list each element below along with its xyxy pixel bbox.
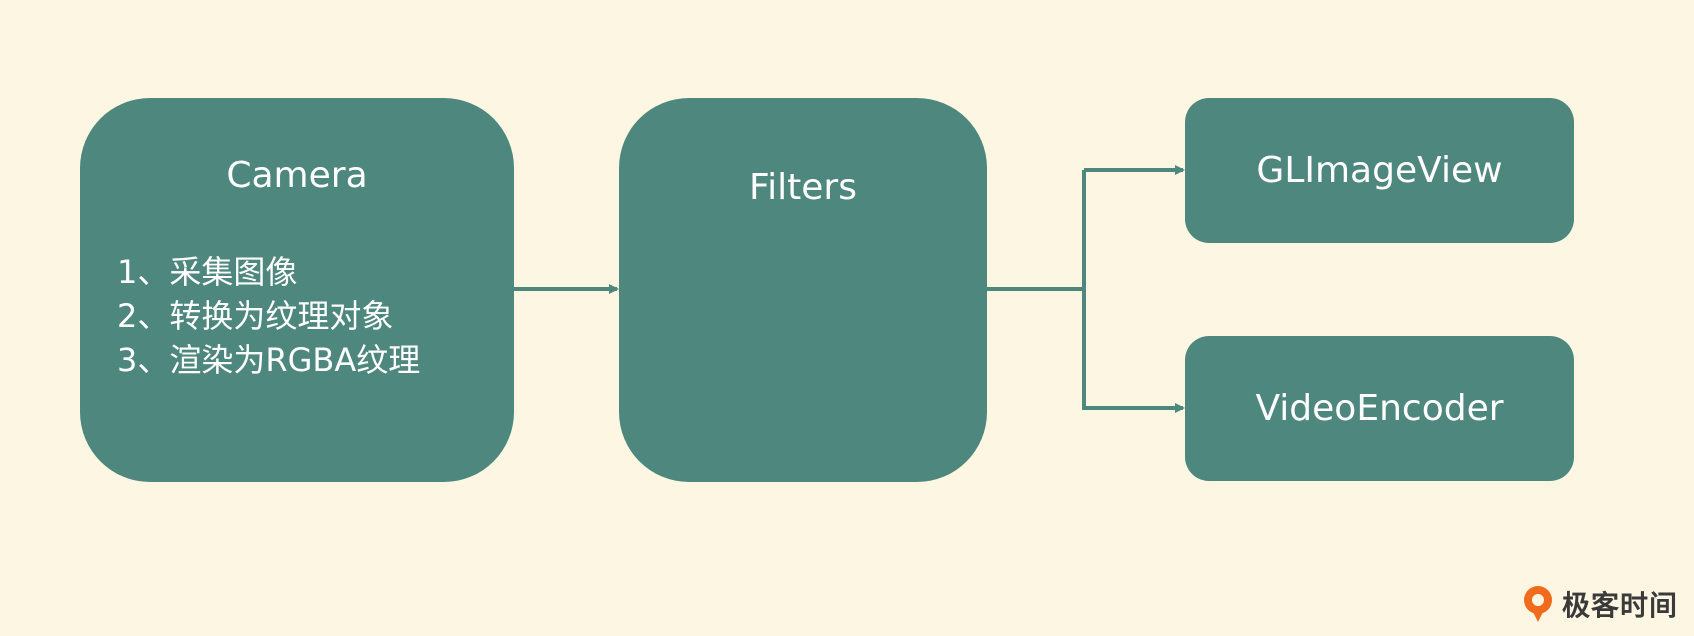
brand-watermark: 极客时间 <box>1520 584 1678 624</box>
camera-node: Camera 1、采集图像 2、转换为纹理对象 3、渲染为RGBA纹理 <box>80 98 514 482</box>
filters-node: Filters <box>619 98 987 482</box>
brand-name: 极客时间 <box>1561 589 1678 622</box>
videoencoder-node: VideoEncoder <box>1185 336 1574 481</box>
camera-step-2: 2、转换为纹理对象 <box>117 297 394 335</box>
camera-step-3: 3、渲染为RGBA纹理 <box>117 341 421 379</box>
edge-filters-to-videoencoder <box>1082 289 1185 413</box>
camera-steps: 1、采集图像 2、转换为纹理对象 3、渲染为RGBA纹理 <box>117 250 420 382</box>
camera-step-1: 1、采集图像 <box>117 253 298 291</box>
camera-title: Camera <box>226 155 368 196</box>
glimageview-node: GLImageView <box>1185 98 1574 243</box>
edge-filters-trunk <box>987 170 1086 291</box>
brand-logo-icon <box>1523 586 1552 622</box>
filters-title: Filters <box>749 167 857 208</box>
videoencoder-title: VideoEncoder <box>1255 387 1504 429</box>
glimageview-title: GLImageView <box>1256 149 1503 191</box>
